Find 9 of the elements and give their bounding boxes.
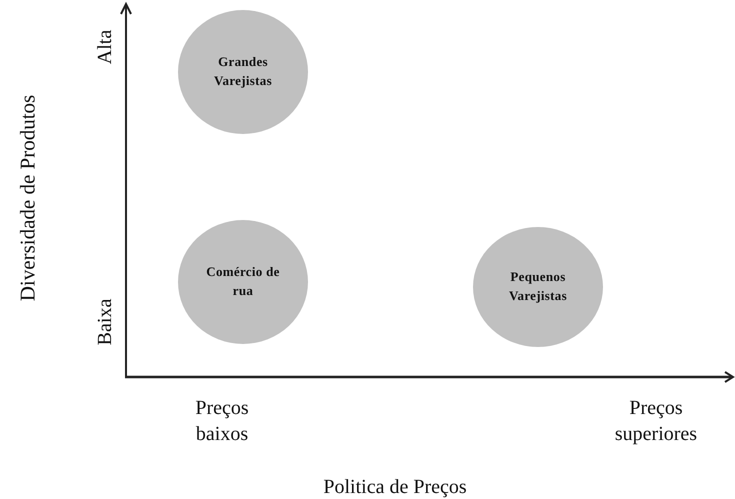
category-label: Comércio de rua xyxy=(205,263,281,300)
category-label: Pequenos Varejistas xyxy=(508,268,568,305)
axis-label: Baixa xyxy=(93,298,117,346)
axis-label: Alta xyxy=(93,30,117,64)
category-label: Grandes Varejistas xyxy=(213,53,273,90)
axis-label: Politica de Preços xyxy=(323,475,467,499)
axis-label: Diversidade de Produtos xyxy=(14,94,40,302)
axis-label: Preços superiores xyxy=(614,396,698,447)
axis-label: Preços baixos xyxy=(194,396,250,447)
